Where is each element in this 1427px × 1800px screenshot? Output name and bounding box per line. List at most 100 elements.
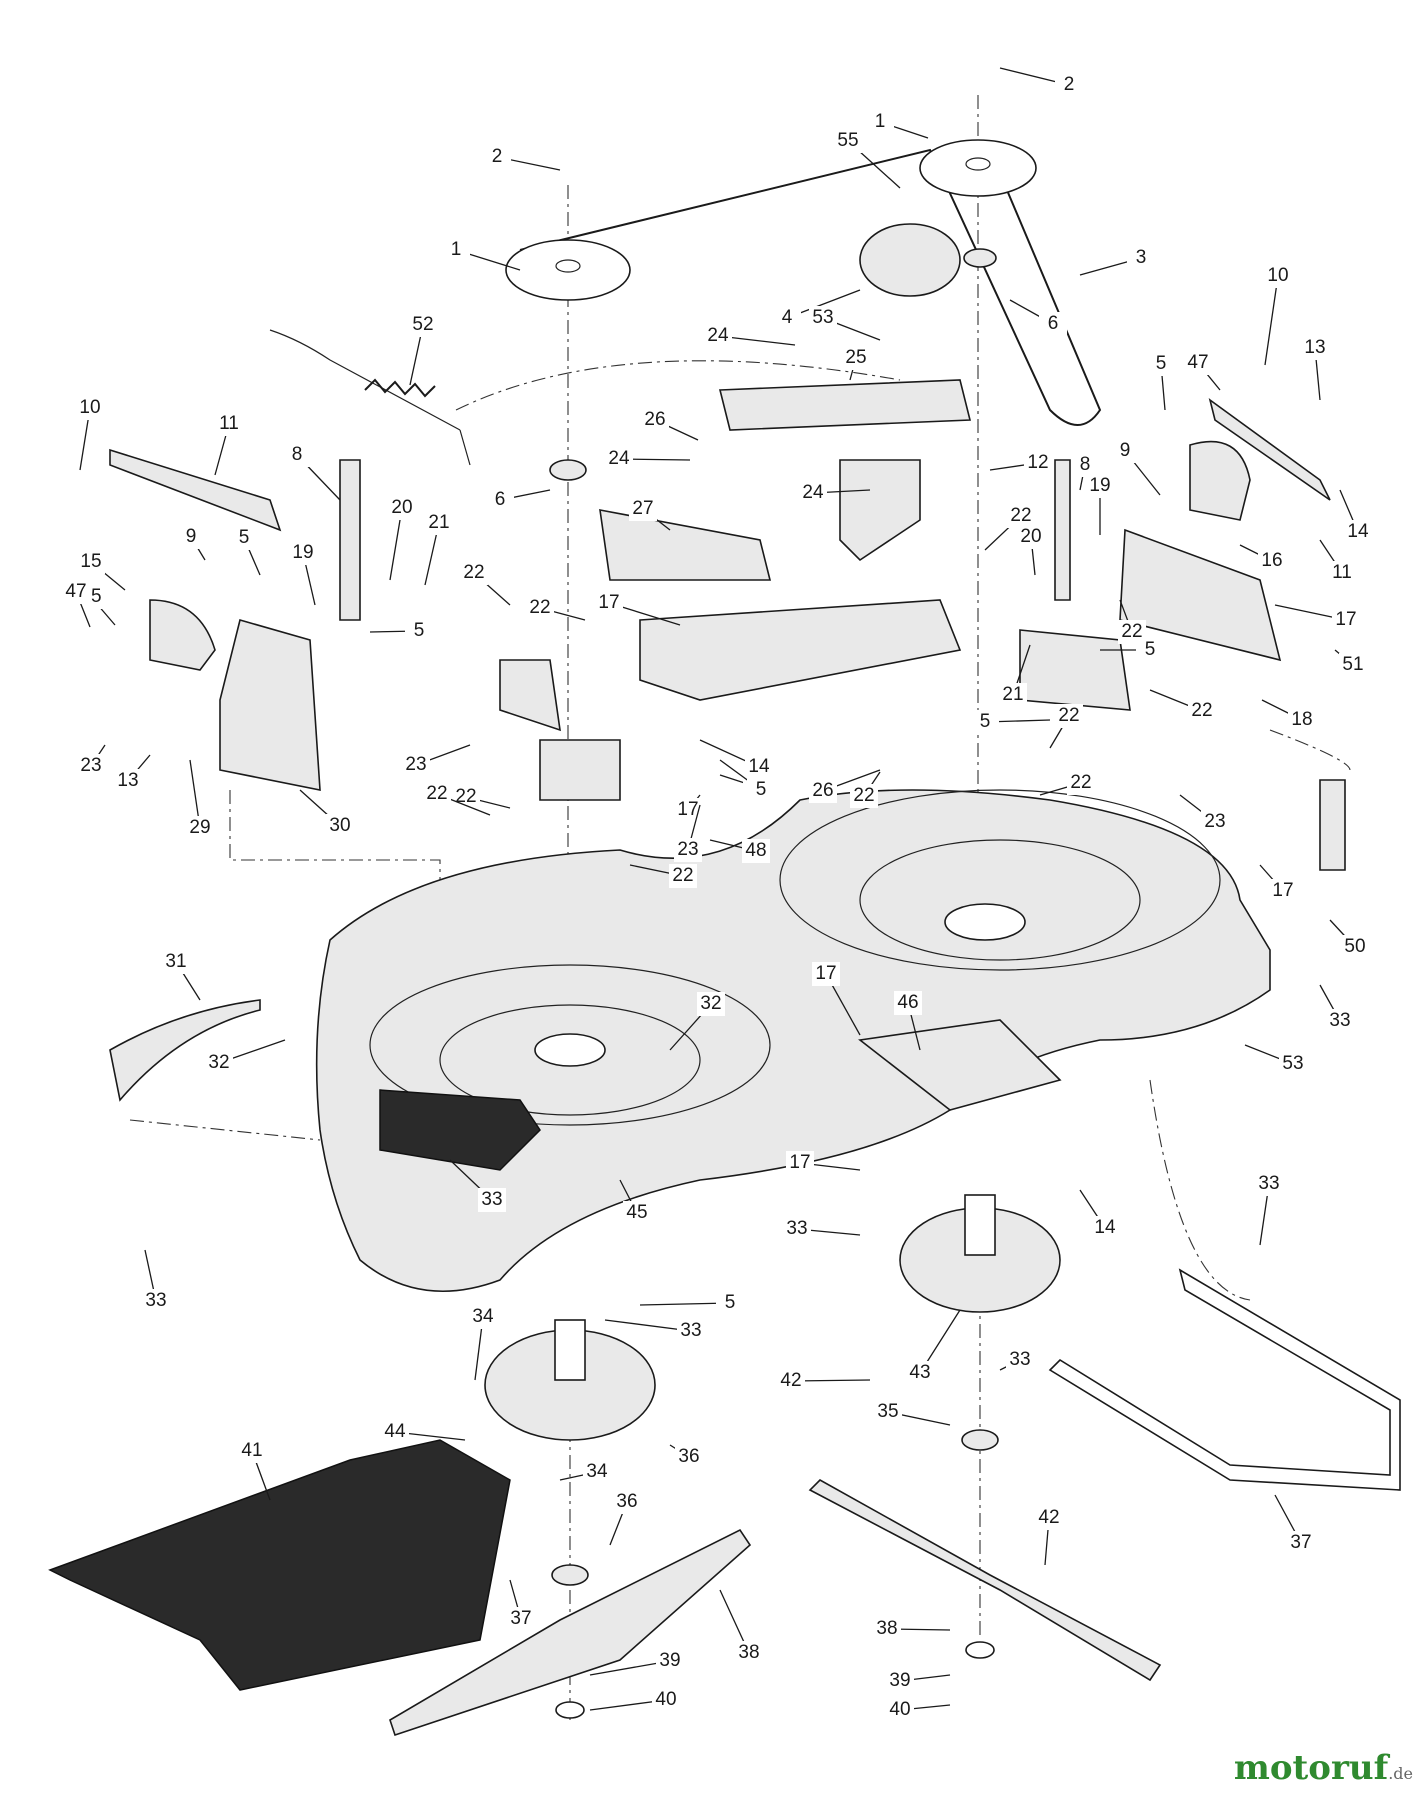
callout-bg: [874, 1400, 902, 1424]
callout-2: 2: [999, 67, 1083, 97]
callout-bg: [77, 754, 105, 778]
callout-24: 24: [704, 324, 796, 348]
callout-bg: [677, 1319, 705, 1343]
callout-17: 17: [786, 1151, 861, 1175]
callout-42: 42: [777, 1369, 871, 1393]
callout-29: 29: [186, 759, 214, 840]
callout-bg: [850, 784, 878, 808]
callout-number: 11: [1332, 562, 1352, 583]
callout-bg: [886, 1698, 914, 1722]
callout-bg: [886, 1669, 914, 1693]
callout-number: 33: [481, 1189, 502, 1210]
callout-number: 19: [1089, 475, 1110, 496]
callout-bg: [1111, 439, 1139, 463]
callout-number: 20: [1020, 526, 1041, 547]
callout-bg: [1287, 1531, 1315, 1555]
callout-39: 39: [886, 1669, 951, 1693]
callout-number: 22: [1058, 705, 1079, 726]
callout-5: 5: [369, 619, 433, 643]
callout-38: 38: [719, 1589, 763, 1665]
callout-20: 20: [1017, 525, 1045, 576]
callout-number: 53: [1282, 1053, 1303, 1074]
callout-36: 36: [609, 1490, 641, 1546]
pulley-belt-group: [505, 139, 1102, 481]
callout-bg: [1288, 708, 1316, 732]
callout-22: 22: [423, 782, 491, 816]
callout-25: 25: [842, 346, 870, 381]
callout-bg: [1039, 312, 1067, 336]
callout-number: 19: [292, 542, 313, 563]
callout-bg: [842, 346, 870, 370]
callout-number: 43: [909, 1362, 930, 1383]
callout-bg: [675, 1445, 703, 1469]
callout-33: 33: [1319, 984, 1354, 1033]
callout-bg: [697, 992, 725, 1016]
callout-number: 22: [529, 597, 550, 618]
callout-bg: [1007, 504, 1035, 528]
callout-bg: [1006, 1348, 1034, 1372]
callout-bg: [1055, 704, 1083, 728]
brackets: [109, 379, 1346, 1111]
callout-number: 22: [1121, 621, 1142, 642]
mower-deck-shell: [315, 789, 1271, 1293]
callout-13: 13: [114, 754, 151, 793]
callout-number: 14: [1347, 521, 1369, 542]
callout-bg: [906, 1361, 934, 1385]
callout-number: 22: [463, 562, 484, 583]
callout-bg: [812, 962, 840, 986]
callout-number: 26: [812, 780, 833, 801]
callout-bg: [1071, 453, 1099, 477]
callout-23: 23: [1179, 794, 1229, 834]
callout-2: 2: [483, 145, 561, 171]
callout-number: 23: [80, 755, 101, 776]
discharge-chute: [48, 1439, 511, 1691]
callout-number: 8: [1080, 454, 1091, 475]
callout-number: 47: [65, 581, 86, 602]
callout-number: 37: [510, 1608, 531, 1629]
callout-number: 22: [1070, 772, 1091, 793]
callout-bg: [669, 864, 697, 888]
callout-43: 43: [906, 1309, 961, 1385]
callout-number: 22: [1010, 505, 1031, 526]
callout-5: 5: [719, 759, 775, 802]
callout-bg: [62, 580, 90, 604]
callout-6: 6: [486, 488, 551, 512]
callout-number: 26: [644, 409, 665, 430]
callout-number: 24: [608, 448, 630, 469]
callout-22: 22: [526, 596, 586, 621]
callout-bg: [613, 1490, 641, 1514]
callout-bg: [425, 511, 453, 535]
callout-12: 12: [989, 451, 1052, 475]
callout-bg: [1201, 810, 1229, 834]
callout-bg: [381, 1420, 409, 1444]
callout-26: 26: [641, 408, 699, 441]
callout-number: 5: [756, 779, 767, 800]
callout-number: 50: [1344, 936, 1365, 957]
callout-bg: [1332, 608, 1360, 632]
callout-bg: [786, 1151, 814, 1175]
callout-bg: [162, 950, 190, 974]
callout-number: 39: [659, 1650, 680, 1671]
callout-3: 3: [1079, 246, 1155, 276]
callout-bg: [1301, 336, 1329, 360]
callout-4: 4: [773, 289, 861, 330]
callout-bg: [1055, 73, 1083, 97]
callout-bg: [1344, 520, 1372, 544]
callout-number: 40: [655, 1689, 676, 1710]
callout-bg: [1017, 525, 1045, 549]
callout-number: 48: [745, 840, 766, 861]
callout-number: 22: [455, 786, 476, 807]
callout-23: 23: [402, 744, 471, 777]
callout-number: 15: [80, 551, 101, 572]
callout-number: 17: [598, 592, 619, 613]
callout-number: 31: [165, 951, 186, 972]
callout-number: 2: [1064, 74, 1075, 95]
callout-number: 29: [189, 817, 210, 838]
blades: [389, 1479, 1162, 1737]
callout-21: 21: [424, 511, 453, 586]
callout-27: 27: [629, 497, 671, 531]
callout-9: 9: [177, 525, 206, 561]
callout-number: 6: [1048, 313, 1059, 334]
callout-bg: [866, 110, 894, 134]
callout-bg: [1328, 561, 1356, 585]
